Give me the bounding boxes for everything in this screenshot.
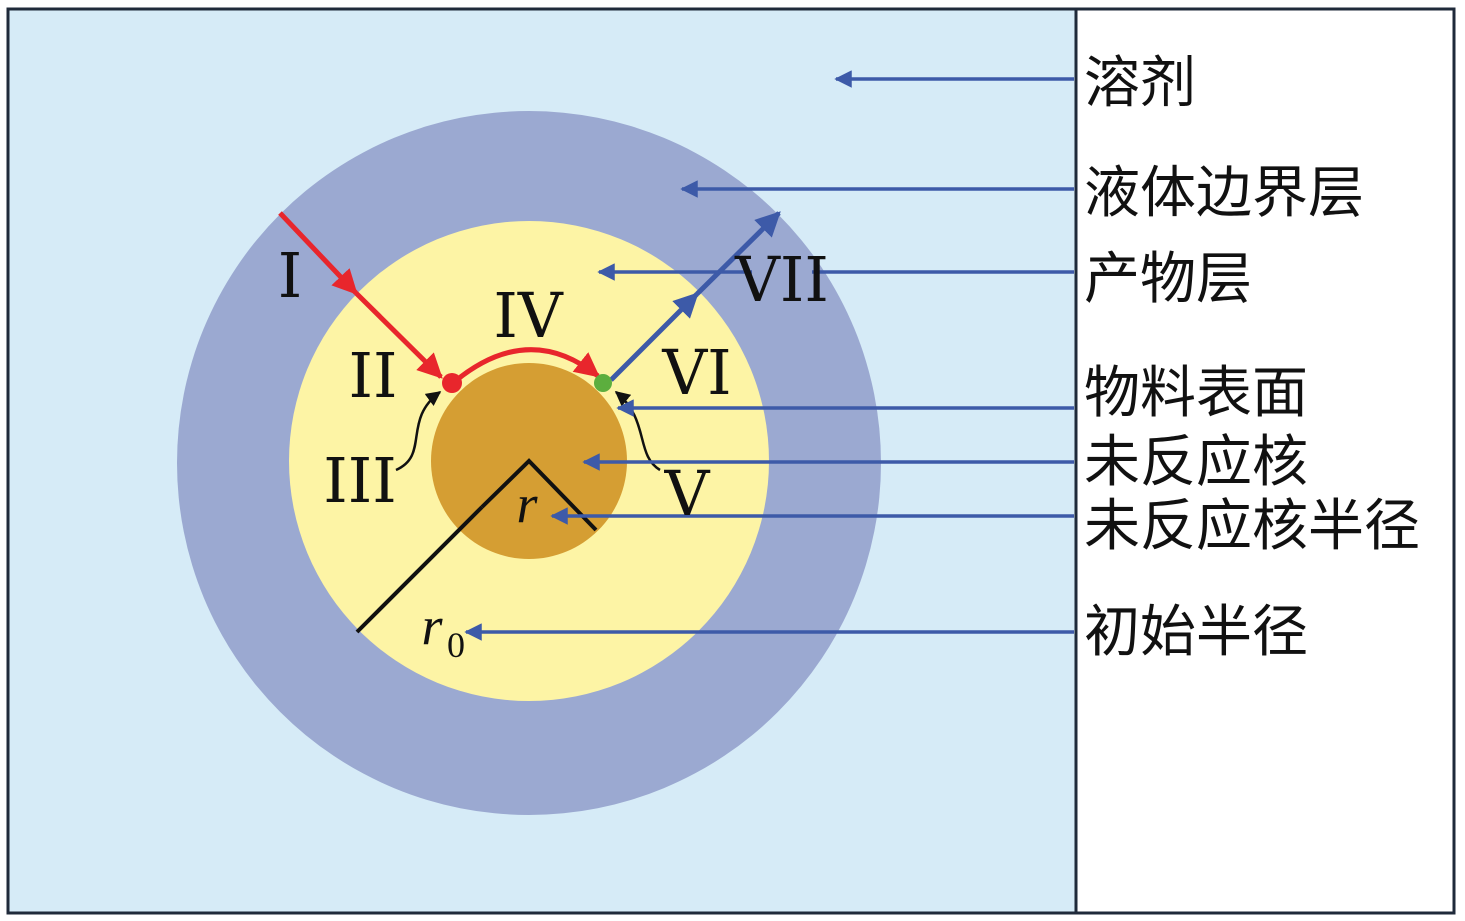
label-unreacted-core: 未反应核 xyxy=(1084,430,1308,495)
label-boundary-layer: 液体边界层 xyxy=(1084,161,1364,226)
step-label-i: I xyxy=(278,239,303,312)
label-initial-radius: 初始半径 xyxy=(1084,600,1308,665)
product-dot xyxy=(594,374,612,392)
label-material-surface: 物料表面 xyxy=(1084,361,1308,426)
step-label-ii: II xyxy=(349,339,398,412)
step-iii-curve xyxy=(395,390,442,472)
label-core-radius: 未反应核半径 xyxy=(1084,494,1420,559)
step-label-v: V xyxy=(664,457,711,530)
legend-panel xyxy=(1076,9,1454,913)
step-label-iii: III xyxy=(323,444,396,517)
step-vii-arrow xyxy=(695,211,781,296)
step-iv-arc xyxy=(451,347,600,385)
label-solvent: 溶剂 xyxy=(1084,51,1196,116)
core-radius-line xyxy=(480,458,598,532)
core-radius-symbol: r xyxy=(516,474,538,534)
initial-radius-line xyxy=(355,505,484,634)
step-label-vi: VI xyxy=(661,336,731,409)
step-vi-arrow xyxy=(609,292,699,382)
step-i-arrow xyxy=(278,211,358,295)
step-ii-arrow xyxy=(354,291,443,379)
initial-radius-symbol: r xyxy=(421,596,443,656)
reactant-dot xyxy=(442,373,462,393)
step-label-vii: VII xyxy=(734,243,829,316)
initial-radius-subscript: 0 xyxy=(447,625,465,665)
diagram-frame xyxy=(6,7,1456,915)
step-label-iv: IV xyxy=(493,279,563,352)
label-product-layer: 产物层 xyxy=(1084,247,1252,312)
